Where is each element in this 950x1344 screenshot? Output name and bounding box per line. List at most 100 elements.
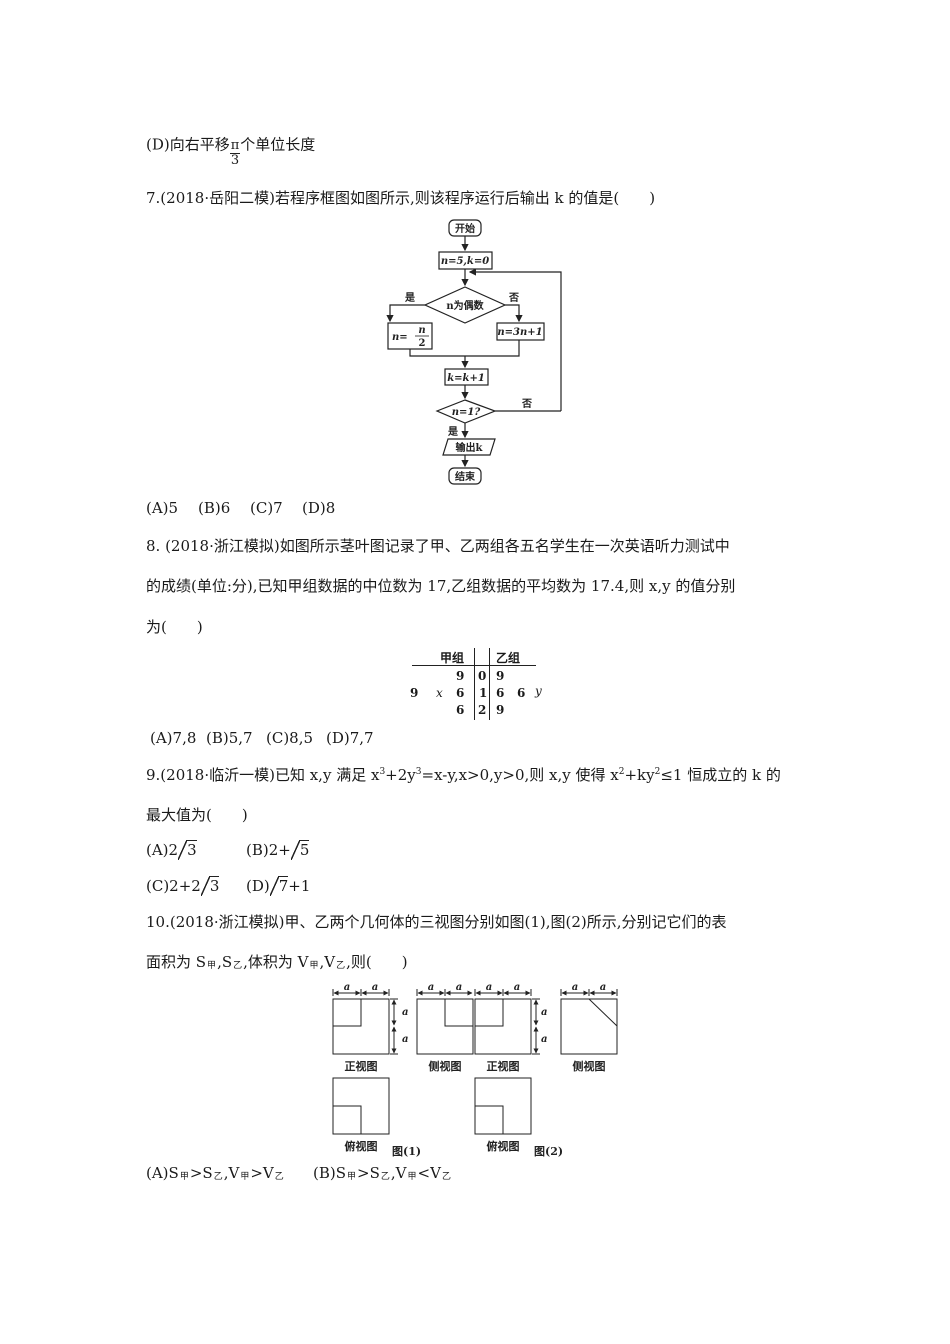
leaf: 9: [496, 703, 505, 717]
q10-text: ,则( ): [346, 953, 408, 971]
left-header: 甲组: [440, 651, 465, 665]
q9-text: ≤1 恒成立的 k 的: [660, 766, 781, 784]
output-label: 输出k: [456, 441, 484, 454]
subscript: 甲: [179, 1172, 189, 1182]
subscript: 乙: [233, 961, 243, 971]
option-text: (B)S: [313, 1164, 347, 1182]
subscript: 甲: [407, 1172, 417, 1182]
branch-yes-lhs: n=: [392, 332, 408, 343]
branch-no-box: [496, 322, 545, 341]
subscript: 乙: [380, 1172, 390, 1182]
leaf: 9: [456, 669, 465, 683]
option-text: 个单位长度: [240, 135, 316, 154]
q8-option-a: (A)7,8: [150, 729, 197, 747]
dim-a: a: [428, 982, 434, 993]
leaf: 6: [456, 686, 465, 700]
stem: 2: [478, 703, 487, 717]
subscript: 乙: [441, 1172, 451, 1182]
exponent: 3: [379, 767, 386, 777]
q8-option-c: (C)8,5: [266, 729, 314, 747]
option-text: (D)向右平移: [146, 135, 230, 154]
subscript: 甲: [347, 1172, 357, 1182]
no-label-2: 否: [521, 398, 532, 410]
option-text: +1: [288, 877, 311, 895]
q7-stem: 7.(2018·岳阳二模)若程序框图如图所示,则该程序运行后输出 k 的值是( …: [146, 189, 656, 207]
q7-option-b: (B)6: [198, 499, 231, 517]
q10-text: ,体积为 V: [243, 953, 309, 971]
leaf: 6: [496, 686, 505, 700]
subscript: 甲: [240, 1172, 250, 1182]
option-label: (A)2: [146, 841, 179, 859]
q10-text: ,S: [217, 953, 233, 971]
sqrt-symbol: 3: [178, 840, 197, 860]
q9-option-a: (A)2 3: [146, 840, 246, 860]
radicand: 3: [187, 840, 197, 859]
stem-rule-right: [489, 648, 490, 720]
option-text: >S: [357, 1164, 380, 1182]
q10-text: 面积为 S: [146, 953, 207, 971]
q10-option-a: (A)S甲>S乙,V甲>V乙: [146, 1163, 313, 1187]
subscript: 甲: [309, 961, 319, 971]
side-view-label: 侧视图: [573, 1059, 606, 1073]
side-view-label: 侧视图: [429, 1059, 462, 1073]
fig2-side-view: [560, 998, 618, 1055]
start-label: 开始: [455, 222, 475, 235]
option-label: (D): [246, 877, 270, 895]
top-view-label: 俯视图: [487, 1139, 520, 1153]
stem-rule-left: [474, 648, 475, 720]
init-label: n=5,k=0: [441, 256, 489, 267]
branch-yes-num: n: [418, 325, 425, 336]
sqrt-symbol: 3: [200, 876, 220, 896]
stem-leaf-plot: 甲组 乙组 9 0 9 9 x 6 1 6 6 y 6 2 9: [400, 648, 550, 720]
leaf: 6: [456, 703, 465, 717]
q9-option-b: (B)2+ 5: [246, 840, 310, 860]
cond2-label: n=1?: [452, 407, 481, 418]
dim-a: a: [344, 982, 350, 993]
q7-option-a: (A)5: [146, 499, 179, 517]
q9-text: +ky: [624, 766, 655, 784]
fig2-caption: 图(2): [534, 1145, 563, 1158]
fig1-caption: 图(1): [392, 1145, 421, 1158]
exponent: 2: [618, 767, 625, 777]
subscript: 乙: [336, 961, 346, 971]
subscript: 乙: [213, 1172, 223, 1182]
leaf: 9: [496, 669, 505, 683]
end-label: 结束: [455, 470, 476, 483]
radicand: 7: [278, 876, 289, 895]
q7-option-d: (D)8: [302, 499, 336, 517]
leaf-y: y: [535, 684, 542, 698]
q8-option-b: (B)5,7: [206, 729, 253, 747]
exponent: 3: [415, 767, 422, 777]
increment-label: k=k+1: [447, 373, 485, 384]
dim-a: a: [600, 982, 606, 993]
q8-option-d: (D)7,7: [326, 729, 374, 747]
dim-a: a: [572, 982, 578, 993]
option-text: >S: [189, 1164, 213, 1182]
q7-option-c: (C)7: [250, 499, 283, 517]
stem: 1: [479, 686, 488, 700]
option-text: ,V: [390, 1164, 407, 1182]
top-view-label: 俯视图: [345, 1139, 378, 1153]
option-label: (B)2+: [246, 841, 291, 859]
three-view-figure: a a a a a a a a a a a a 正视图 侧视图 正视图 侧视图 …: [332, 982, 618, 1158]
radicand: 3: [209, 876, 220, 895]
leaf: 6: [517, 686, 526, 700]
fraction-denominator: 3: [230, 153, 240, 168]
q7-options: (A)5 (B)6 (C)7 (D)8: [146, 498, 335, 518]
end-terminal: [448, 467, 482, 485]
sqrt-symbol: 5: [290, 840, 310, 860]
dim-a: a: [402, 1034, 408, 1045]
front-view-label: 正视图: [345, 1059, 378, 1073]
dim-a: a: [486, 982, 492, 993]
yes-label-1: 是: [404, 292, 415, 304]
yes-label-2: 是: [447, 426, 458, 438]
radicand: 5: [299, 840, 310, 859]
q9-text: +2y: [385, 766, 416, 784]
q10-option-b: (B)S甲>S乙,V甲<V乙: [313, 1163, 452, 1187]
option-text: ,V: [223, 1164, 240, 1182]
option-text: (A)S: [146, 1164, 179, 1182]
q8-stem-line2: 的成绩(单位:分),已知甲组数据的中位数为 17,乙组数据的平均数为 17.4,…: [146, 577, 736, 595]
